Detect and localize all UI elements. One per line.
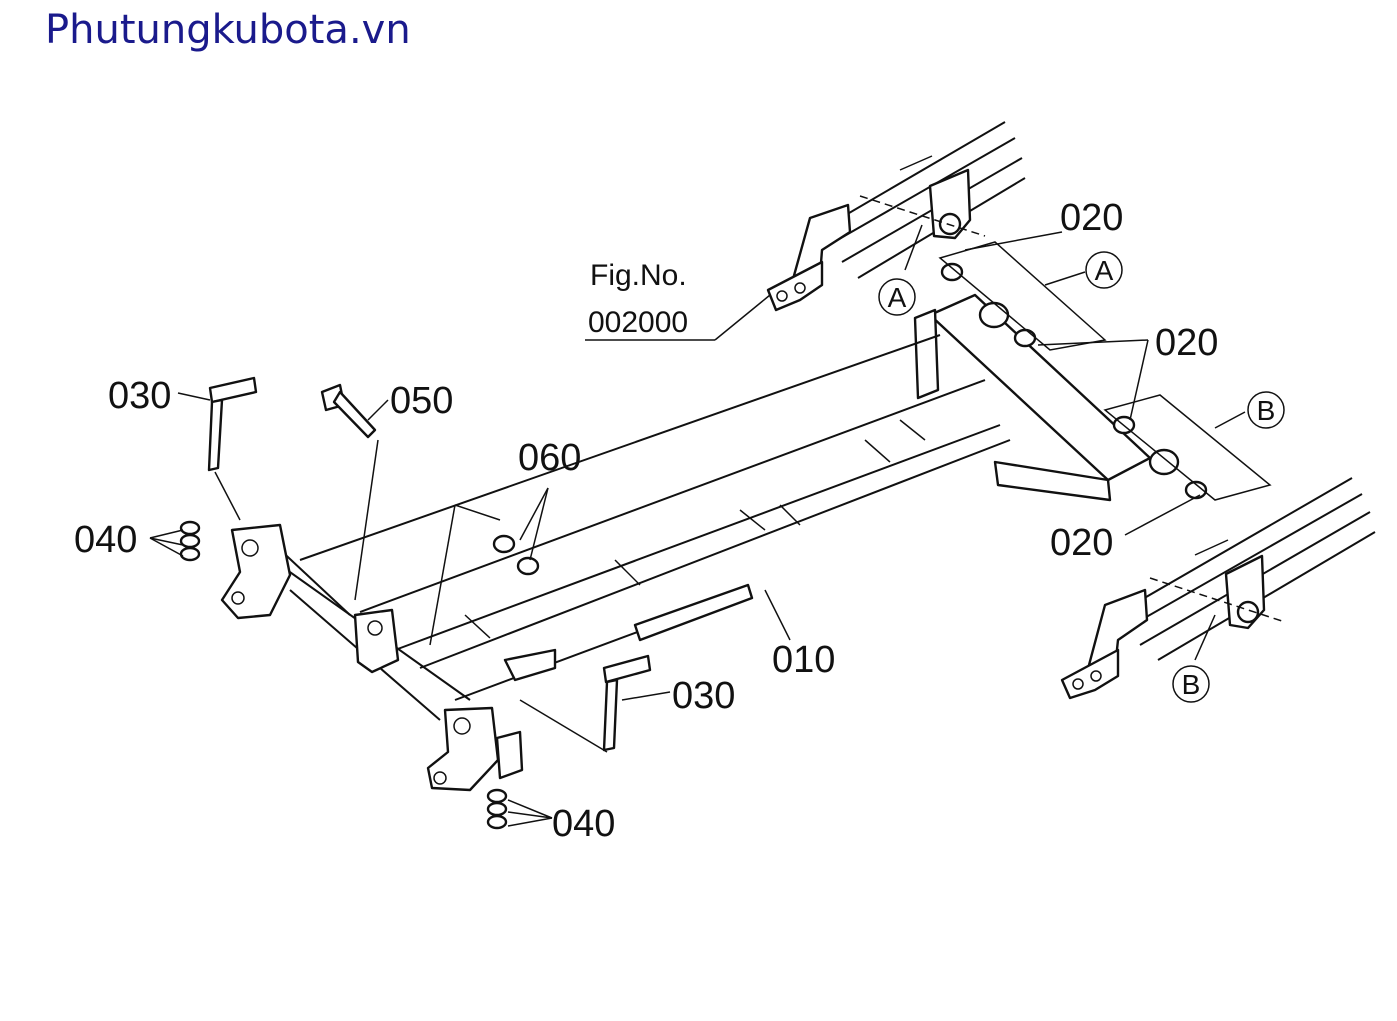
washers-040-bottom xyxy=(486,788,508,830)
callout-020-mid: 020 xyxy=(1155,322,1218,364)
ref-circle-b-right: B xyxy=(1247,391,1285,429)
lower-frame-rail xyxy=(1060,477,1376,700)
callout-040-bottom: 040 xyxy=(552,803,615,845)
washers-040-left xyxy=(179,520,201,562)
site-title: Phutungkubota.vn xyxy=(45,7,411,53)
callout-020-top: 020 xyxy=(1060,197,1123,239)
ref-a-right-label: A xyxy=(1095,255,1114,286)
upper-frame-rail xyxy=(766,121,1026,312)
pin-030-left xyxy=(207,376,258,472)
callout-010: 010 xyxy=(772,639,835,681)
bolt-050 xyxy=(320,383,377,439)
nuts-060 xyxy=(492,534,540,576)
ref-b-lower-label: B xyxy=(1182,669,1201,700)
ref-circle-a-upper: A xyxy=(878,278,916,316)
callout-020-bottom: 020 xyxy=(1050,522,1113,564)
figure-label-line1: Fig.No. xyxy=(590,259,687,292)
callout-050: 050 xyxy=(390,380,453,422)
callout-060: 060 xyxy=(518,437,581,479)
callout-030-right: 030 xyxy=(672,675,735,717)
figure-label-line2: 002000 xyxy=(588,306,688,339)
callout-040-left: 040 xyxy=(74,519,137,561)
ref-b-right-label: B xyxy=(1257,395,1276,426)
ref-circle-a-right: A xyxy=(1085,251,1123,289)
ref-circle-b-lower: B xyxy=(1172,665,1210,703)
leader-lines xyxy=(149,224,1272,827)
ref-a-upper-label: A xyxy=(888,282,907,313)
callout-030-left: 030 xyxy=(108,375,171,417)
pin-030-right xyxy=(602,654,652,752)
main-frame xyxy=(220,293,1180,792)
